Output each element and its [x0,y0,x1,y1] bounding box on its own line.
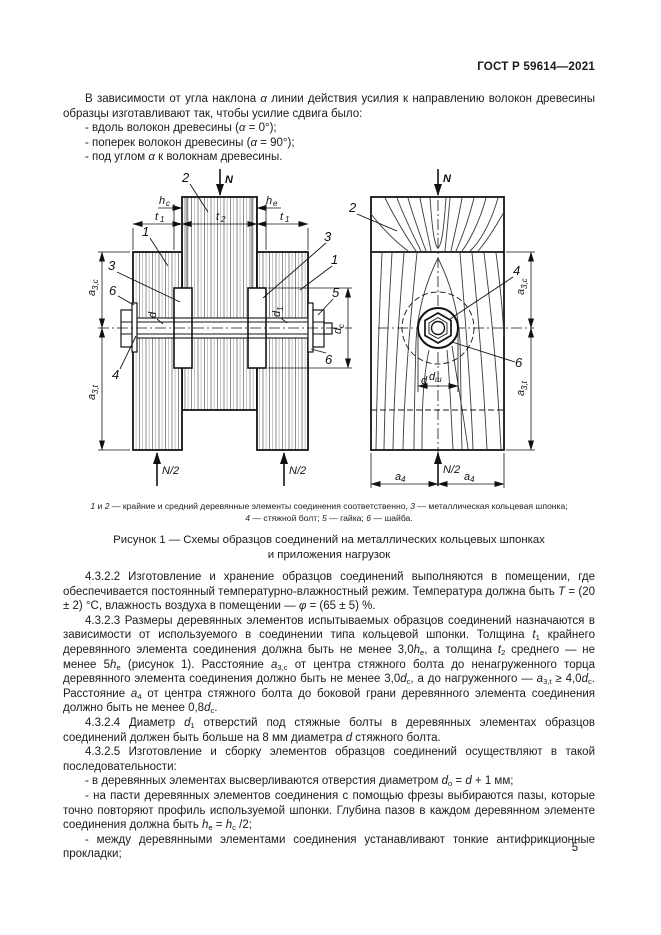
intro-block: В зависимости от угла наклона α линии де… [63,92,595,165]
dim-a4-left-sub: 4 [401,475,406,484]
callout-2-label: 2 [181,170,190,185]
callout-4-side-label: 4 [513,263,520,278]
dim-t1-right-label: t [280,211,284,223]
bolt-head-hex-outer [424,312,452,344]
ring-key-circle [401,291,475,365]
force-n2-right-label: N/2 [289,465,306,477]
standard-number-header: ГОСТ Р 59614—2021 [477,60,595,73]
callout-leaders [116,183,334,370]
section-4-3-2-3: 4.3.2.3 Размеры деревянных элементов исп… [63,614,596,716]
intro-bullet: - вдоль волокон древесины (α = 0°); [85,122,277,135]
intro-bullet: - под углом α к волокнам древесины. [85,151,283,164]
callout-1-left-label: 1 [142,224,149,239]
svg-text:1: 1 [276,307,285,311]
callout-1-right-label: 1 [331,252,338,267]
callout-2-side-label: 2 [348,200,357,215]
svg-text:d: d [421,375,428,387]
section-4-3-2-2: 4.3.2.2 Изготовление и хранение образцов… [63,571,595,613]
dimension-line-dc [268,287,352,369]
intro-bullet: - поперек волокон древесины (α = 90°); [85,136,295,149]
svg-text:3,t: 3,t [91,384,100,394]
page-number: 5 [571,842,579,854]
figure-caption-line2: и приложения нагрузок [267,549,391,561]
dim-t2-label: t [216,211,220,223]
svg-text:d: d [271,310,283,317]
section-4-3-2-5-bullet-3: - между деревянными элементами соединени… [63,833,595,861]
callout-6-right-label: 6 [325,352,333,367]
bolt-shaft-circle [430,320,446,336]
callout-6-left-label: 6 [109,283,117,298]
dim-dsh-label: d [421,375,428,387]
dim-a3t-left-label: a 3,t [86,384,100,400]
svg-text:a: a [515,390,527,396]
force-n-side-label: N [443,173,452,185]
intro-paragraph: В зависимости от угла наклона α линии де… [63,93,595,120]
svg-text:c: c [337,324,346,328]
front-view-drawing: 2 N 1 3 6 4 3 1 5 6 h c h e t 1 t 2 t 1 … [86,169,352,486]
dim-a4-right-sub: 4 [470,475,475,484]
dim-a4-left-label: a [395,471,401,483]
dim-t1-right-sub: 1 [285,215,289,224]
joint-scheme-svg: 2 N 1 3 6 4 3 1 5 6 h c h e t 1 t 2 t 1 … [86,169,535,488]
dimension-lines-a3 [98,251,130,451]
svg-text:3,t: 3,t [520,380,529,390]
figure-caption: Рисунок 1 — Схемы образцов соединений на… [63,533,595,563]
figure-legend-line2: 4 — стяжной болт; 5 — гайка; 6 — шайба. [245,513,413,523]
figure-caption-line1: Рисунок 1 — Схемы образцов соединений на… [113,534,545,546]
figure-legend-line1: 1 и 2 — крайние и средний деревянные эле… [90,501,568,511]
dim-hc-sub: c [166,199,170,208]
dim-a3c-right-label: a 3,c [515,278,529,295]
dim-hc-label: h [159,195,165,207]
dim-he-label: h [266,195,272,207]
callout-leaders-side [356,213,516,363]
force-n2-side-label: N/2 [443,464,460,476]
force-n2-left-label: N/2 [162,465,179,477]
dim-a3c-left-label: a 3,c [86,279,100,296]
dimension-lines-a4 [370,453,505,488]
figure-legend: 1 и 2 — крайние и средний деревянные эле… [63,500,595,524]
callout-3-right-label: 3 [324,229,332,244]
svg-text:d: d [147,311,159,318]
middle-wood-element [181,196,258,411]
section-4-3-2-5-bullet-1: - в деревянных элементах высверливаются … [85,775,514,789]
figure-1-drawing: 2 N 1 3 6 4 3 1 5 6 h c h e t 1 t 2 t 1 … [60,166,605,496]
dim-a4-right-label: a [464,471,470,483]
dim-t2-sub: 2 [220,215,226,224]
side-view-drawing: 2 N 4 6 N/2 a 4 a 4 d d ш a 3,c a 3,t [348,169,535,488]
svg-text:a: a [86,290,98,296]
svg-text:a: a [515,289,527,295]
dim-t1-left-label: t [155,211,159,223]
dim-dsh-main: d [429,371,436,383]
callout-4-label: 4 [112,367,119,382]
section-4-3-2-5: 4.3.2.5 Изготовление и сборку элементов … [63,746,595,773]
callout-6-side-label: 6 [515,355,523,370]
bolt-head-hex-inner [428,316,448,340]
force-n-label: N [225,174,234,186]
dim-d-label: d [147,311,159,318]
dim-dsh-sub: ш [435,375,442,384]
svg-text:3,c: 3,c [91,279,100,290]
callout-3-left-label: 3 [108,258,116,273]
dim-d1-label: d 1 [271,307,285,317]
dim-t1-left-sub: 1 [160,215,164,224]
svg-text:a: a [86,394,98,400]
bolt-head [120,302,138,353]
callout-5-label: 5 [332,285,340,300]
svg-text:d: d [332,327,344,334]
dimension-line-dsh [417,330,459,392]
dimension-lines-h [158,204,281,250]
dim-dc-label: d c [332,324,346,334]
body-sections: 4.3.2.2 Изготовление и хранение образцов… [63,570,595,862]
lower-element-grain [375,252,505,450]
section-4-3-2-5-bullet-2: - на пасти деревянных элементов соединен… [63,789,595,833]
nut-and-washer [307,302,333,353]
section-4-3-2-4: 4.3.2.4 Диаметр d1 отверстий под стяжные… [63,716,595,744]
dimension-lines-a3-right [506,251,535,451]
dim-he-sub: e [273,199,278,208]
dim-a3t-right-label: a 3,t [515,380,529,396]
svg-text:3,c: 3,c [520,278,529,289]
